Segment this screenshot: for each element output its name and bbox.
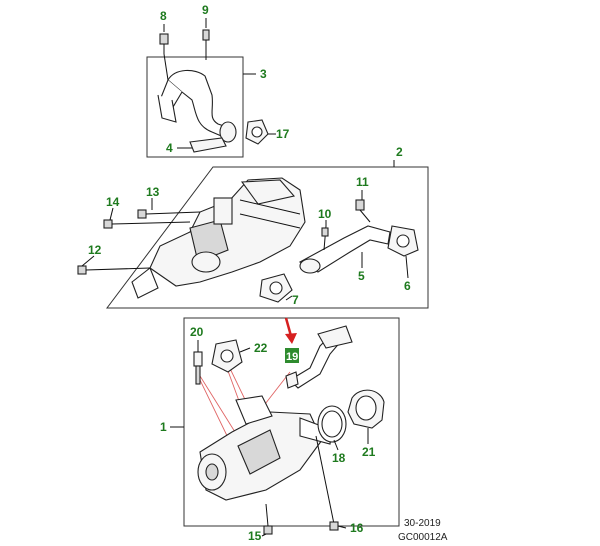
- bolt-13: [137, 209, 201, 219]
- callout-17[interactable]: 17: [276, 127, 290, 141]
- callout-11[interactable]: 11: [356, 175, 369, 189]
- bolt-11: [355, 199, 371, 223]
- callout-6[interactable]: 6: [404, 279, 411, 293]
- clamp-21: [347, 389, 385, 429]
- egr-pipe-upper: [157, 53, 237, 143]
- sensor-20: [193, 351, 203, 385]
- bolt-12: [77, 265, 151, 275]
- gasket-18: [317, 405, 347, 443]
- bolt-14: [103, 219, 191, 229]
- callout-15[interactable]: 15: [248, 529, 262, 543]
- callout-20[interactable]: 20: [190, 325, 204, 339]
- callout-1[interactable]: 1: [160, 420, 167, 434]
- callout-19[interactable]: 19: [286, 351, 298, 363]
- egr-pipe-19: [285, 325, 353, 389]
- callout-2[interactable]: 2: [396, 145, 403, 159]
- group-box-1: [183, 317, 400, 527]
- gasket-22: [211, 339, 243, 373]
- callout-leaders: [81, 18, 409, 537]
- callout-4[interactable]: 4: [166, 141, 173, 155]
- group-box-2: [105, 166, 429, 309]
- bolt-8: [159, 33, 169, 54]
- callout-8[interactable]: 8: [160, 9, 167, 23]
- callout-10[interactable]: 10: [318, 207, 332, 221]
- callout-13[interactable]: 13: [146, 185, 160, 199]
- egr-pipe-5: [298, 225, 391, 274]
- callout-21[interactable]: 21: [362, 445, 376, 459]
- callout-5[interactable]: 5: [358, 269, 365, 283]
- callout-19-highlight[interactable]: 19: [285, 348, 299, 363]
- callout-14[interactable]: 14: [106, 195, 120, 209]
- gasket-17: [245, 119, 269, 145]
- footer-date: 30-2019: [404, 518, 441, 529]
- bolt-10: [321, 225, 329, 251]
- group-box-3: [146, 56, 244, 158]
- gasket-6: [387, 225, 419, 257]
- bolt-15: [263, 503, 273, 535]
- gasket-7: [259, 273, 293, 303]
- callout-22[interactable]: 22: [254, 341, 268, 355]
- bracket-4: [189, 137, 227, 153]
- callout-18[interactable]: 18: [332, 451, 346, 465]
- callout-12[interactable]: 12: [88, 243, 102, 257]
- egr-cooler-assembly: [131, 177, 306, 299]
- bolt-9: [202, 29, 210, 60]
- callout-7[interactable]: 7: [292, 293, 299, 307]
- callout-16[interactable]: 16: [350, 521, 364, 535]
- footer-code: GC00012A: [398, 532, 448, 543]
- highlight-arrow-icon: [284, 317, 297, 344]
- egr-cooler-lower: [197, 395, 333, 501]
- dashed-leaders: [199, 355, 291, 447]
- callout-9[interactable]: 9: [202, 3, 209, 17]
- callout-3[interactable]: 3: [260, 67, 267, 81]
